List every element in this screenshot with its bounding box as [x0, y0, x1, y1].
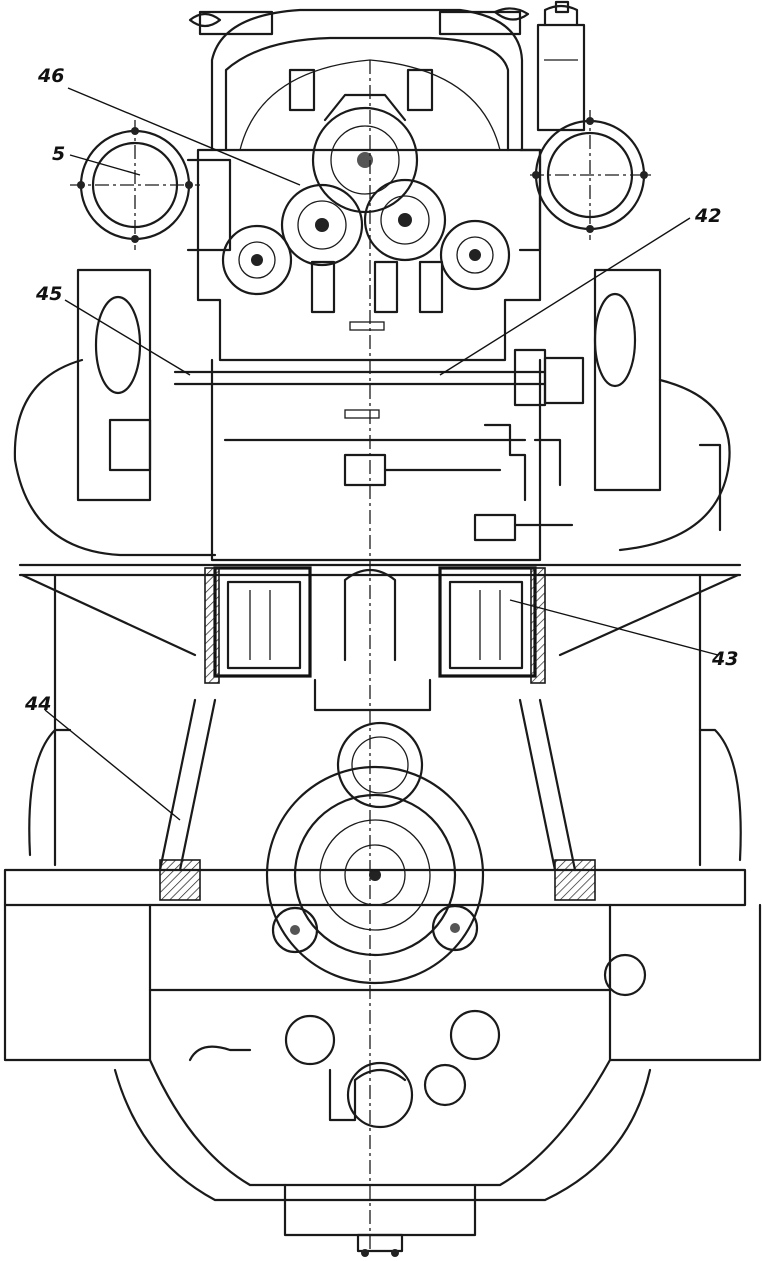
gear-housing — [196, 148, 542, 419]
cylinder-block — [210, 60, 542, 1250]
right-air-cooler — [593, 268, 731, 552]
oil-sump — [283, 1183, 477, 1257]
right-cylinder-liner — [438, 566, 546, 684]
callout-label-42: 42 — [694, 205, 721, 227]
central-exhaust-passage — [343, 568, 397, 662]
base-frame — [3, 728, 762, 1202]
governor-linkage — [343, 423, 574, 542]
callout-label-43: 43 — [711, 648, 738, 670]
crankshaft-assembly — [265, 678, 485, 985]
oil-filler — [536, 0, 586, 132]
frame-rails — [18, 563, 742, 867]
crankcase-tie-rods — [158, 698, 596, 901]
top-cover — [188, 7, 530, 152]
upper-tie-rod — [173, 348, 585, 407]
left-cylinder-liner — [204, 566, 312, 684]
oil-sump-pipework — [188, 953, 647, 1129]
callout-label-5: 5 — [52, 143, 65, 165]
callout-leaders — [44, 87, 719, 821]
left-air-cooler — [13, 268, 217, 557]
callout-label-45: 45 — [35, 283, 62, 305]
timing-gear-train — [221, 68, 511, 296]
left-exhaust-flange — [70, 120, 232, 252]
callout-label-44: 44 — [24, 693, 51, 715]
callout-label-46: 46 — [37, 65, 64, 87]
